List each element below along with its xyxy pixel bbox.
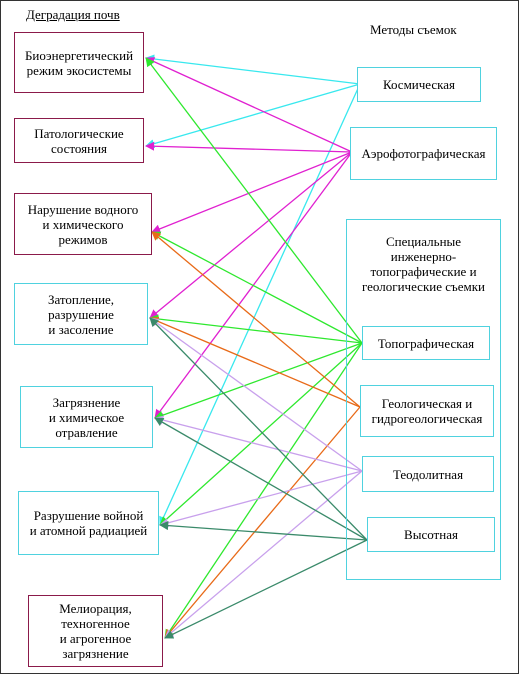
box-label: разрушение <box>48 306 114 322</box>
box-label: Топографическая <box>377 335 475 351</box>
special-title-line: инженерно- <box>390 249 457 264</box>
link-alt-flood <box>149 317 368 541</box>
link-theo-melio <box>164 470 363 639</box>
link-theo-flood <box>149 317 363 472</box>
link-theo-war <box>159 470 363 528</box>
degradation-melioration-box: Мелиорация, техногенное и агрогенное заг… <box>28 595 163 667</box>
special-title-line: топографические и <box>370 264 477 279</box>
link-space-war <box>159 83 361 526</box>
box-label: Нарушение водного <box>27 201 139 217</box>
box-label: и агрогенное <box>59 631 132 646</box>
box-label: Мелиорация, <box>59 601 132 616</box>
box-label: Разрушение войной <box>33 508 144 523</box>
box-label: техногенное <box>61 616 130 631</box>
box-label: Теодолитная <box>392 466 464 482</box>
box-label: состояния <box>51 140 107 156</box>
degradation-flood-box: Затопление, разрушение и засоление <box>14 283 148 345</box>
link-topo-pollut <box>154 342 363 420</box>
link-aero-bio <box>145 57 353 153</box>
box-label: и засоление <box>48 321 114 337</box>
box-label: гидрогеологическая <box>371 411 483 426</box>
box-label: Биоэнергетический <box>24 47 134 63</box>
link-space-pat <box>145 83 361 149</box>
link-topo-melio <box>164 342 363 639</box>
link-topo-bio <box>145 57 363 344</box>
special-title-line: геологические съемки <box>362 279 485 294</box>
link-aero-water <box>151 151 353 234</box>
box-label: Высотная <box>404 527 458 542</box>
method-theodolite-box: Теодолитная <box>362 456 494 492</box>
degradation-bio-box: Биоэнергетический режим экосистемы <box>14 32 144 93</box>
box-label: Аэрофотографическая <box>361 146 486 161</box>
box-label: и атомной радиацией <box>29 523 148 538</box>
box-label: Геологическая и <box>381 396 473 411</box>
link-theo-pollut <box>154 415 363 472</box>
method-space-box: Космическая <box>357 67 481 102</box>
link-aero-pat <box>145 141 353 153</box>
box-label: режим экосистемы <box>26 62 132 78</box>
degradation-pollution-box: Загрязнение и химическое отравление <box>20 386 153 448</box>
degradation-water-box: Нарушение водного и химического режимов <box>14 193 152 255</box>
link-alt-melio <box>164 539 368 639</box>
special-title-line: Специальные <box>385 234 462 249</box>
method-geo-box: Геологическая и гидрогеологическая <box>360 385 494 437</box>
link-geo-flood <box>149 317 361 408</box>
special-surveys-group <box>346 219 501 580</box>
link-alt-pollut <box>154 417 368 541</box>
link-topo-war <box>159 342 363 526</box>
degradation-war-box: Разрушение войной и атомной радиацией <box>18 491 159 555</box>
box-label: и химического <box>42 216 124 232</box>
degradation-header: Деградация почв <box>26 7 120 22</box>
method-aero-box: Аэрофотографическая <box>350 127 497 180</box>
box-label: Патологические <box>34 125 124 141</box>
box-label: загрязнение <box>62 646 129 661</box>
box-label: Загрязнение <box>52 394 121 410</box>
link-geo-water <box>151 231 361 408</box>
methods-header: Методы съемок <box>370 22 457 37</box>
link-alt-war <box>159 521 368 541</box>
link-aero-flood <box>149 151 353 319</box>
method-topo-box: Топографическая <box>362 326 490 360</box>
box-label: Космическая <box>382 77 456 92</box>
box-label: режимов <box>58 231 108 247</box>
link-space-bio <box>145 54 361 85</box>
box-label: и химическое <box>48 409 125 425</box>
link-topo-flood <box>149 314 363 344</box>
link-topo-water <box>151 231 363 344</box>
box-label: Затопление, <box>47 291 115 307</box>
degradation-pathological-box: Патологические состояния <box>14 118 144 163</box>
box-label: отравление <box>55 424 118 440</box>
link-geo-melio <box>164 406 361 639</box>
method-altitude-box: Высотная <box>367 517 495 552</box>
special-surveys-title: Специальные инженерно- топографические и… <box>348 234 499 294</box>
